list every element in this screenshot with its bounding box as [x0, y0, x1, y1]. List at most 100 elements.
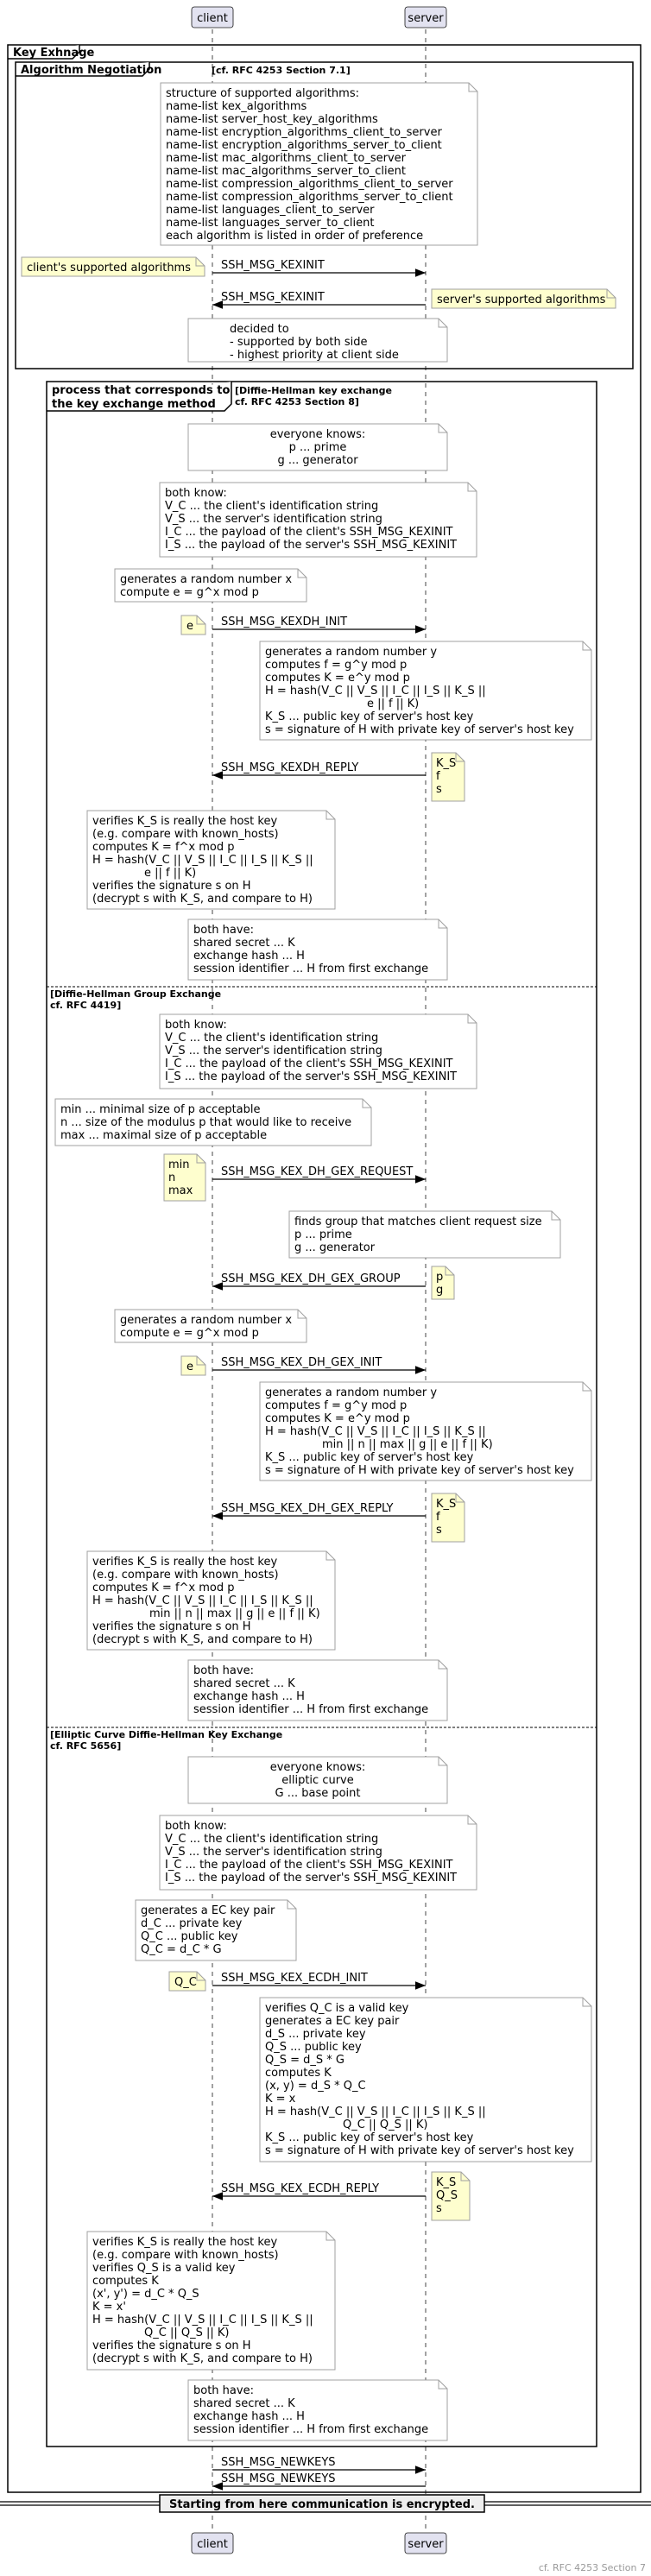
- gex-finds-note-line: finds group that matches client request …: [294, 1215, 542, 1228]
- gex-client-verify-note-line: min || n || max || g || e || f || K): [149, 1607, 320, 1620]
- gex-both-know-note-line: V_C ... the client's identification stri…: [165, 1032, 378, 1045]
- dh-knows-note-line: everyone knows:: [270, 428, 366, 441]
- gex-finds-note-box: [288, 1210, 561, 1259]
- ecdh-client-verify-note-line: K = x': [92, 2301, 126, 2314]
- ecdh-knows-note: [187, 1756, 448, 1804]
- gex-server-note-line: computes K = e^y mod p: [265, 1412, 410, 1425]
- ecdh-knows-note-line: elliptic curve: [281, 1774, 354, 1787]
- server-algorithms-note: [431, 288, 616, 309]
- participant-client-top-box: [191, 6, 234, 28]
- structure-note-line: name-list languages_server_to_client: [166, 217, 375, 230]
- dh-gen-x-note-line: compute e = g^x mod p: [120, 586, 259, 599]
- dh-client-verify-note-line: verifies K_S is really the host key: [92, 815, 277, 828]
- dh-e-note-fold: [196, 616, 205, 625]
- dh-knows-note-box: [187, 423, 448, 471]
- structure-note-box: [160, 82, 478, 246]
- ecdh-both-know-note-box: [159, 1815, 477, 1891]
- dh-reply-params-note-line: f: [436, 770, 440, 783]
- ecdh-init-label: SSH_MSG_KEX_ECDH_INIT: [221, 1972, 368, 1985]
- dh-both-have-note-line: session identifier ... H from first exch…: [193, 963, 428, 975]
- ecdh-both-know-note-fold: [467, 1815, 477, 1825]
- participant-client-bottom-label: client: [197, 2538, 228, 2551]
- dh-both-have-note-line: exchange hash ... H: [193, 950, 305, 963]
- gex-req-params-note-line: min: [168, 1159, 190, 1171]
- ecdh-gen-note: [135, 1899, 297, 1961]
- dh-server-note-line: computes K = e^y mod p: [265, 672, 410, 685]
- dh-both-know-note-line: V_C ... the client's identification stri…: [165, 500, 378, 513]
- ecdh-both-have-note-box: [187, 2379, 448, 2441]
- dh-reply-params-note: [431, 752, 465, 802]
- dh-client-verify-note-line: computes K = f^x mod p: [92, 841, 235, 854]
- server-algorithms-note-box: [431, 288, 616, 309]
- dh-knows-note-line: g ... generator: [277, 454, 358, 467]
- dh-both-know-note-box: [159, 482, 477, 558]
- gex-client-verify-note-line: verifies the signature s on H: [92, 1620, 251, 1633]
- gex-group-params-note-fold: [445, 1266, 454, 1276]
- structure-note-line: name-list mac_algorithms_server_to_clien…: [166, 165, 406, 178]
- dh-reply-params-note-box: [431, 752, 465, 802]
- dh-server-note-box: [259, 641, 592, 741]
- gex-sizes-note-line: max ... maximal size of p acceptable: [60, 1129, 267, 1142]
- dh-both-have-note-line: both have:: [193, 924, 254, 937]
- ecdh-reply-params-note-line: K_S: [436, 2176, 456, 2189]
- gex-server-note-fold: [582, 1382, 591, 1392]
- dh-gen-x-note-line: generates a random number x: [120, 573, 292, 586]
- server-algorithms-note-fold: [606, 289, 616, 299]
- ecdh-both-have-note-fold: [438, 2380, 447, 2390]
- ecdh-gen-note-line: Q_C ... public key: [141, 1930, 238, 1943]
- client-algorithms-note-fold: [195, 257, 205, 267]
- gex-client-verify-note-line: computes K = f^x mod p: [92, 1582, 235, 1594]
- ecdh-server-note-line: Q_C || Q_S || K): [343, 2118, 427, 2131]
- gex-ref-line: [Diffie-Hellman Group Exchange: [50, 988, 221, 1000]
- ecdh-gen-note-line: generates a EC key pair: [141, 1904, 275, 1917]
- gex-reply-params-note-fold: [455, 1493, 465, 1503]
- gex-server-note-line: generates a random number y: [265, 1386, 437, 1399]
- gex-gen-x-note-line: compute e = g^x mod p: [120, 1327, 259, 1340]
- dh-client-verify-note-line: H = hash(V_C || V_S || I_C || I_S || K_S…: [92, 854, 313, 867]
- gex-req-params-note-line: n: [168, 1171, 175, 1184]
- gex-both-know-note-line: I_C ... the payload of the client's SSH_…: [165, 1058, 453, 1070]
- negotiation-ref: [cf. RFC 4253 Section 7.1]: [212, 65, 351, 76]
- decided-note-line: decided to: [230, 323, 289, 336]
- ecdh-both-have-note: [187, 2379, 448, 2441]
- dh-both-know-note-line: V_S ... the server's identification stri…: [165, 513, 382, 526]
- newkeys-server-label: SSH_MSG_NEWKEYS: [221, 2472, 336, 2485]
- gex-group-params-note-line: g: [436, 1284, 443, 1297]
- gex-both-have-note-box: [187, 1659, 448, 1721]
- dh-server-note-line: K_S ... public key of server's host key: [265, 710, 474, 723]
- dh-server-note-line: H = hash(V_C || V_S || I_C || I_S || K_S…: [265, 685, 486, 698]
- structure-note-line: name-list encryption_algorithms_server_t…: [166, 139, 442, 152]
- structure-note-line: name-list kex_algorithms: [166, 100, 307, 113]
- outer-group-tab: [8, 45, 80, 60]
- gex-both-have-note-line: session identifier ... H from first exch…: [193, 1703, 428, 1716]
- dh-client-verify-note-line: (e.g. compare with known_hosts): [92, 828, 279, 841]
- gex-both-know-note-box: [159, 1013, 477, 1089]
- server-algorithms-note-text: server's supported algorithms: [437, 294, 606, 306]
- ecdh-server-note-line: d_S ... private key: [265, 2028, 366, 2041]
- negotiation-group-tab: [16, 62, 150, 77]
- ecdh-reply-params-note-box: [431, 2171, 471, 2221]
- participant-client-top-label: client: [197, 12, 228, 25]
- structure-note-line: name-list languages_client_to_server: [166, 204, 375, 217]
- ecdh-qc-note: [168, 1971, 206, 1992]
- client-algorithms-note: [21, 256, 205, 277]
- gex-sizes-note-line: min ... minimal size of p acceptable: [60, 1103, 261, 1116]
- gex-sizes-note: [54, 1098, 372, 1146]
- ecdh-knows-note-line: everyone knows:: [270, 1761, 366, 1774]
- ecdh-server-note-line: s = signature of H with private key of s…: [265, 2144, 574, 2157]
- ecdh-reply-params-note-line: s: [436, 2202, 442, 2215]
- ecdh-both-know-note-line: V_C ... the client's identification stri…: [165, 1833, 378, 1846]
- ecdh-knows-note-line: G ... base point: [275, 1787, 360, 1800]
- dh-e-note-box: [180, 615, 206, 635]
- ecdh-both-have-note-line: shared secret ... K: [193, 2397, 295, 2410]
- dh-both-have-note-fold: [438, 919, 447, 929]
- kexdh-init-label: SSH_MSG_KEXDH_INIT: [221, 616, 347, 628]
- ecdh-knows-note-box: [187, 1756, 448, 1804]
- gex-both-know-note-line: both know:: [165, 1019, 227, 1032]
- ecdh-both-have-note-line: session identifier ... H from first exch…: [193, 2423, 428, 2436]
- gex-client-verify-note-box: [86, 1550, 336, 1651]
- ecdh-reply-label: SSH_MSG_KEX_ECDH_REPLY: [221, 2182, 379, 2195]
- structure-note-line: structure of supported algorithms:: [166, 87, 359, 100]
- process-group-tab: [47, 382, 232, 412]
- dh-gen-x-note-fold: [297, 569, 307, 578]
